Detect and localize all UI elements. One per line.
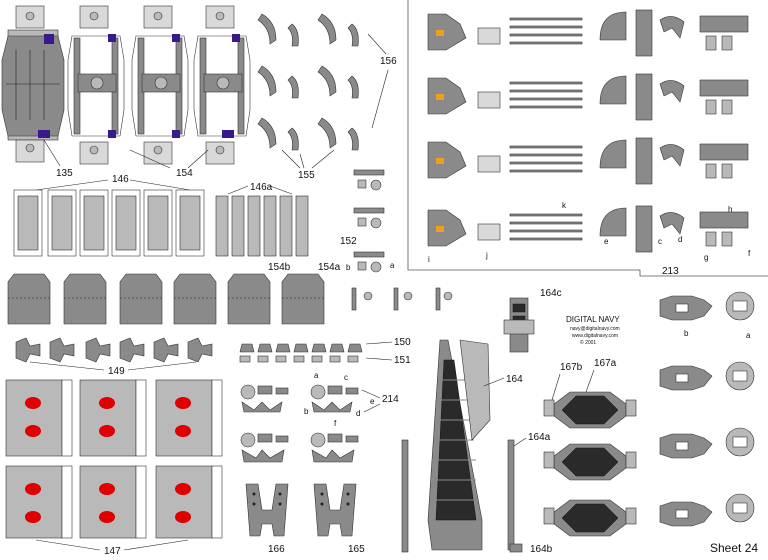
part-146-panels <box>13 189 205 257</box>
part-152-small <box>353 169 385 273</box>
label-146a: 146a <box>250 182 273 193</box>
part-167-assemblies <box>543 391 637 537</box>
letter-f-214: f <box>334 419 337 428</box>
letter-h-213: h <box>728 205 732 214</box>
letter-a-214: a <box>314 371 319 380</box>
part-150-151-cups <box>239 343 363 363</box>
part-154ab-blocks <box>7 273 325 325</box>
label-156: 156 <box>380 56 397 67</box>
part-214-assembly <box>240 384 359 463</box>
letter-f-213: f <box>748 249 751 258</box>
part-155-156-strips <box>257 13 359 151</box>
letter-b-right: b <box>684 329 689 338</box>
part-165-frame <box>313 483 357 537</box>
letter-g-213: g <box>704 253 708 262</box>
letter-j: j <box>485 251 488 260</box>
part-154-frame-1 <box>67 5 125 165</box>
brand-email: navy@digitalnavy.com <box>570 326 620 332</box>
letter-a-right: a <box>746 331 751 340</box>
label-164a: 164a <box>528 432 551 443</box>
brand-name: DIGITAL NAVY <box>566 315 620 324</box>
letter-c-214: c <box>344 373 348 382</box>
label-167a: 167a <box>594 358 617 369</box>
part-135-body <box>1 5 65 163</box>
label-147: 147 <box>104 546 121 557</box>
sheet-label: Sheet 24 <box>710 541 758 555</box>
label-149: 149 <box>108 366 125 377</box>
letter-c-213: c <box>658 237 662 246</box>
part-164-hull <box>427 339 491 551</box>
label-155: 155 <box>298 170 315 181</box>
part-149-clips <box>15 337 213 363</box>
label-152: 152 <box>340 236 357 247</box>
letter-b-214: b <box>304 407 309 416</box>
part-154-frame-2 <box>131 5 189 165</box>
label-154: 154 <box>176 168 193 179</box>
part-213-rows <box>427 9 749 253</box>
letter-k: k <box>562 201 567 210</box>
label-213: 213 <box>662 266 679 277</box>
label-167b: 167b <box>560 362 583 373</box>
letter-a-152: a <box>390 261 395 270</box>
brand-site: www.digitalnavy.com <box>572 333 618 339</box>
part-166-frame <box>245 483 289 537</box>
letter-b-152: b <box>346 263 351 272</box>
label-154b: 154b <box>268 262 291 273</box>
letter-e-213: e <box>604 237 609 246</box>
label-154a: 154a <box>318 262 341 273</box>
label-164: 164 <box>506 374 523 385</box>
part-154-frame-3 <box>193 5 251 165</box>
letter-d-214: d <box>356 409 360 418</box>
label-151: 151 <box>394 355 411 366</box>
label-214: 214 <box>382 394 399 405</box>
label-166: 166 <box>268 544 285 555</box>
label-164c: 164c <box>540 288 562 299</box>
part-right-rings <box>659 291 755 527</box>
label-164b: 164b <box>530 544 553 555</box>
brand-copyright: © 2001 <box>580 339 596 346</box>
label-165: 165 <box>348 544 365 555</box>
letter-d-213: d <box>678 235 682 244</box>
part-stands <box>351 287 453 311</box>
part-164c <box>503 297 535 353</box>
label-150: 150 <box>394 337 411 348</box>
letter-i: i <box>428 255 430 264</box>
label-146: 146 <box>112 174 129 185</box>
part-164b <box>509 543 523 553</box>
part-147-panels <box>5 379 223 539</box>
letter-e-214: e <box>370 397 375 406</box>
label-135: 135 <box>56 168 73 179</box>
part-146a-strips <box>215 195 309 257</box>
